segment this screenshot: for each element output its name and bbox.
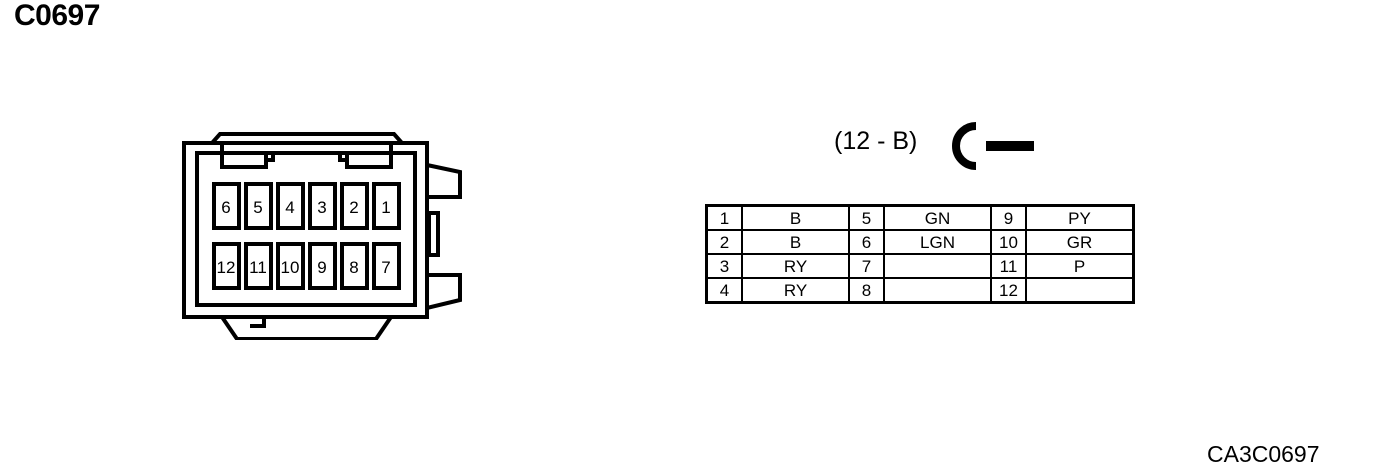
pin-cavity: 1	[372, 182, 401, 230]
pin-cavity-box	[244, 242, 273, 290]
pin-value-cell: B	[741, 204, 850, 231]
pin-label: 5	[253, 198, 262, 217]
pin-cavity-box	[372, 242, 401, 290]
table-row: 2 B 6 LGN 10 GR	[705, 229, 1135, 255]
pin-assignment-table: 1 B 5 GN 9 PY 2 B 6 LGN 10 GR 3 RY 7 11 …	[705, 204, 1135, 304]
keying-tab-bottom	[218, 315, 395, 340]
side-slot	[427, 211, 440, 257]
pin-label: 3	[317, 198, 326, 217]
pin-number-cell: 3	[705, 253, 743, 279]
pin-number-cell: 11	[990, 253, 1027, 279]
pin-cavity: 12	[212, 242, 241, 290]
connector-diagram: 6 5 4 3 2 1	[170, 120, 500, 340]
pin-number-cell: 8	[848, 277, 885, 304]
pin-label: 7	[381, 258, 390, 277]
pin-cavity-box	[276, 182, 305, 230]
pin-value-cell: GR	[1025, 229, 1135, 255]
pin-number-cell: 5	[848, 204, 885, 231]
pin-value-cell: P	[1025, 253, 1135, 279]
pin-cavity-box	[308, 182, 337, 230]
latch-notch-left	[264, 151, 275, 162]
pin-label: 10	[281, 258, 300, 277]
pin-cavity-group: 6 5 4 3 2 1	[212, 182, 401, 290]
pin-cavity-box	[340, 242, 369, 290]
terminal-type-group: (12 - B)	[828, 118, 1038, 176]
pin-number-cell: 9	[990, 204, 1027, 231]
pin-value-cell: B	[741, 229, 850, 255]
pin-number-cell: 7	[848, 253, 885, 279]
latch-bar-top	[207, 132, 407, 145]
female-terminal-icon	[952, 122, 1034, 170]
pin-value-cell: RY	[741, 277, 850, 304]
pin-value-cell: GN	[883, 204, 992, 231]
pin-number-cell: 12	[990, 277, 1027, 304]
pin-cavity-box	[244, 182, 273, 230]
pin-cavity-box	[276, 242, 305, 290]
pin-value-cell: RY	[741, 253, 850, 279]
pin-cavity-box	[340, 182, 369, 230]
pin-cavity: 5	[244, 182, 273, 230]
pin-cavity: 9	[308, 242, 337, 290]
pin-number-cell: 1	[705, 204, 743, 231]
pin-label: 11	[249, 258, 267, 277]
pin-cavity-box	[212, 182, 241, 230]
pin-label: 6	[221, 198, 230, 217]
pin-cavity: 6	[212, 182, 241, 230]
pin-cavity-box	[308, 242, 337, 290]
pin-label: 1	[381, 198, 390, 217]
pin-number-cell: 6	[848, 229, 885, 255]
pin-cavity: 8	[340, 242, 369, 290]
pin-cavity: 4	[276, 182, 305, 230]
pin-cavity: 10	[276, 242, 305, 290]
pin-value-cell: LGN	[883, 229, 992, 255]
pin-number-cell: 4	[705, 277, 743, 304]
pin-cavity: 7	[372, 242, 401, 290]
pin-value-cell	[883, 277, 992, 304]
connector-drawing-svg: 6 5 4 3 2 1	[182, 132, 462, 340]
pin-cavity: 3	[308, 182, 337, 230]
pin-value-cell: PY	[1025, 204, 1135, 231]
page-title: C0697	[14, 0, 100, 32]
table-row: 3 RY 7 11 P	[705, 253, 1135, 279]
pin-label: 12	[217, 258, 236, 277]
body-outline-left	[182, 141, 429, 328]
latch-notch-right	[338, 151, 349, 162]
pin-value-cell	[883, 253, 992, 279]
side-tab-lower	[425, 273, 462, 311]
pin-number-cell: 2	[705, 229, 743, 255]
pin-label: 2	[349, 198, 358, 217]
pin-cavity-box	[212, 242, 241, 290]
table-row: 1 B 5 GN 9 PY	[705, 204, 1135, 231]
pin-label: 9	[317, 258, 326, 277]
table-row: 4 RY 8 12	[705, 277, 1135, 304]
side-tab-upper	[425, 162, 462, 199]
drawing-reference-code: CA3C0697	[1207, 441, 1320, 467]
pin-number-cell: 10	[990, 229, 1027, 255]
pin-label: 4	[285, 198, 294, 217]
pin-cavity: 11	[244, 242, 273, 290]
pin-value-cell	[1025, 277, 1135, 304]
pin-cavity: 2	[340, 182, 369, 230]
pin-label: 8	[349, 258, 358, 277]
terminal-count-label: (12 - B)	[834, 127, 918, 155]
pin-cavity-box	[372, 182, 401, 230]
